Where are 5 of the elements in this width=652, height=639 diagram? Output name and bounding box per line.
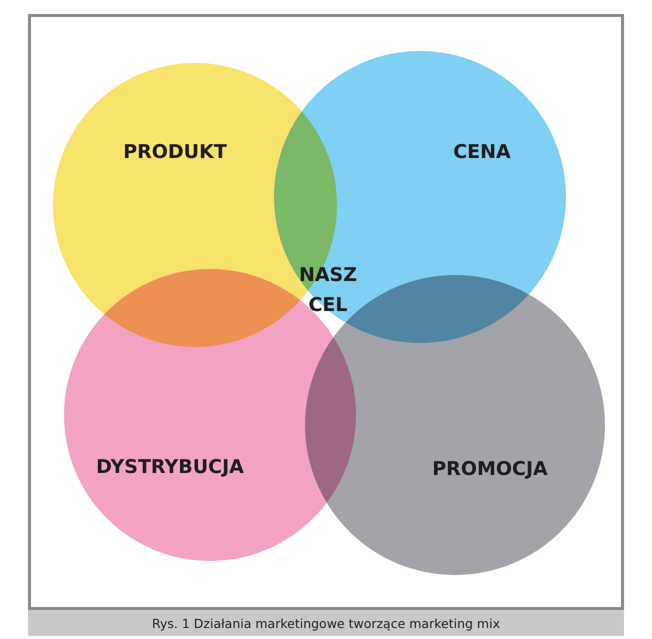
circle-label: PRODUKT bbox=[123, 141, 227, 163]
circle-label: DYSTRYBUCJA bbox=[96, 456, 244, 478]
circle-label: CENA bbox=[453, 141, 511, 163]
figure-caption: Rys. 1 Działania marketingowe tworzące marketing mix bbox=[28, 610, 624, 636]
circle-label: PROMOCJA bbox=[432, 458, 548, 480]
